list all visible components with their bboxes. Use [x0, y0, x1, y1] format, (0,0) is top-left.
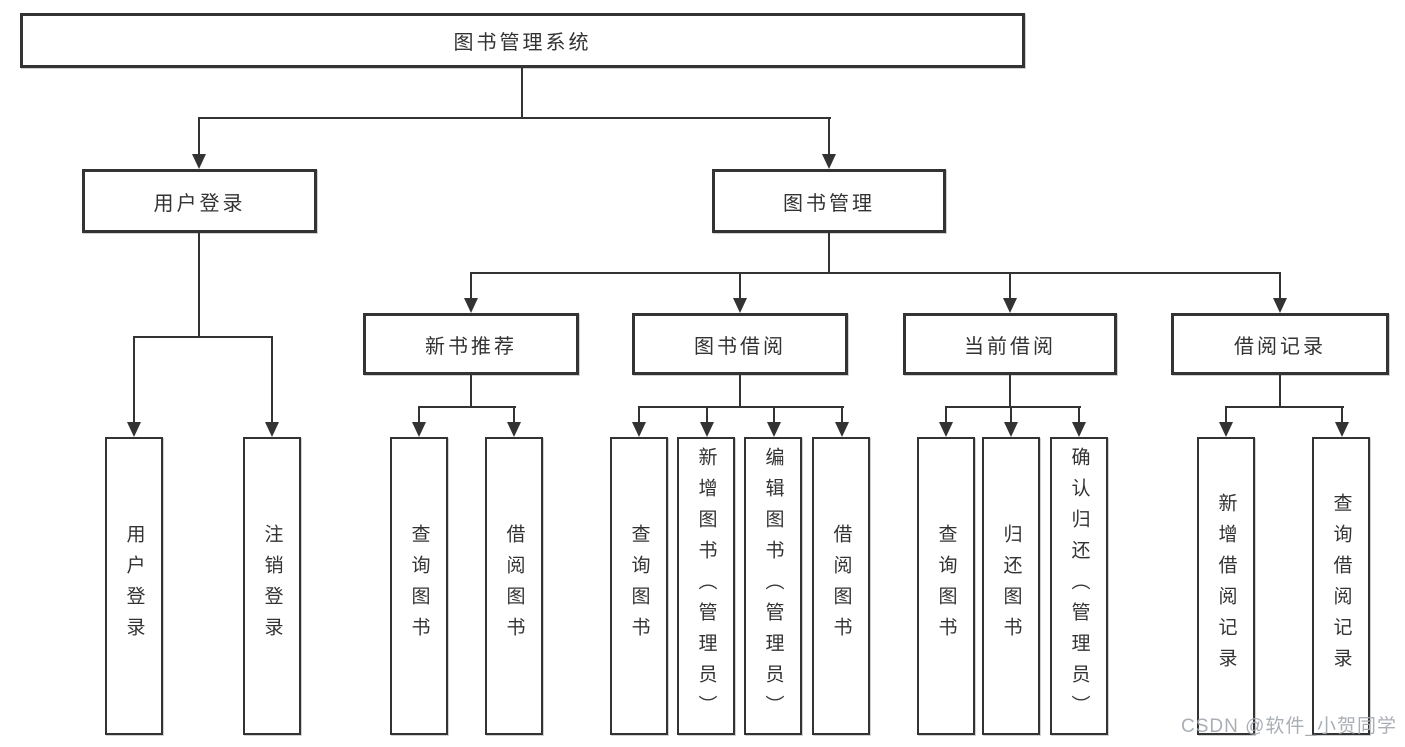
arrow-down-icon — [1273, 298, 1287, 313]
node-label: 用户登录 — [153, 192, 246, 215]
arrow-down-icon — [1219, 422, 1233, 437]
connector-line — [1279, 375, 1281, 407]
connector-line — [945, 406, 947, 424]
node-label: 图书借阅 — [694, 335, 786, 358]
arrow-down-icon — [939, 422, 953, 437]
leaf-label: 新增图书（管理员） — [695, 446, 717, 726]
node-borrowing-records: 借阅记录 — [1171, 313, 1389, 375]
connector-line — [418, 406, 516, 408]
arrow-down-icon — [265, 422, 279, 437]
connector-line — [418, 406, 420, 424]
arrow-down-icon — [835, 422, 849, 437]
arrow-down-icon — [1003, 298, 1017, 313]
arrow-down-icon — [1335, 422, 1349, 437]
node-label: 图书管理系统 — [453, 32, 592, 54]
connector-line — [1225, 406, 1344, 408]
arrow-down-icon — [700, 422, 714, 437]
arrow-down-icon — [127, 422, 141, 437]
connector-line — [271, 336, 273, 424]
leaf-borrow-books: 借阅图书 — [812, 437, 870, 735]
leaf-label: 查询图书 — [935, 524, 957, 648]
leaf-query-borrow-record: 查询借阅记录 — [1312, 437, 1370, 735]
arrow-down-icon — [192, 154, 206, 169]
leaf-borrow-books: 借阅图书 — [485, 437, 543, 735]
connector-line — [739, 272, 741, 300]
connector-line — [1279, 272, 1281, 300]
leaf-label: 借阅图书 — [503, 524, 525, 648]
connector-line — [198, 233, 200, 337]
connector-line — [1009, 272, 1011, 300]
connector-line — [470, 272, 1281, 274]
leaf-label: 归还图书 — [1000, 524, 1022, 648]
arrow-down-icon — [507, 422, 521, 437]
arrow-down-icon — [412, 422, 426, 437]
leaf-return-book: 归还图书 — [982, 437, 1040, 735]
node-book-borrowing: 图书借阅 — [632, 313, 848, 375]
connector-line — [1225, 406, 1227, 424]
node-user-login: 用户登录 — [82, 169, 317, 233]
arrow-down-icon — [1004, 422, 1018, 437]
node-current-borrowing: 当前借阅 — [903, 313, 1117, 375]
connector-line — [1078, 406, 1080, 424]
watermark-csdn: CSDN @软件_小贺同学 — [1181, 716, 1397, 737]
connector-line — [521, 68, 523, 118]
leaf-query-books: 查询图书 — [917, 437, 975, 735]
connector-line — [470, 272, 472, 300]
arrow-down-icon — [632, 422, 646, 437]
leaf-label: 用户登录 — [123, 524, 145, 648]
arrow-down-icon — [733, 298, 747, 313]
connector-line — [1009, 375, 1011, 407]
leaf-label: 注销登录 — [261, 524, 283, 648]
leaf-label: 查询借阅记录 — [1330, 493, 1352, 679]
connector-line — [198, 117, 200, 155]
node-label: 借阅记录 — [1234, 335, 1326, 358]
node-label: 图书管理 — [783, 192, 875, 215]
connector-line — [706, 406, 708, 424]
leaf-label: 编辑图书（管理员） — [762, 446, 784, 726]
connector-line — [945, 406, 1081, 408]
leaf-query-books: 查询图书 — [610, 437, 668, 735]
leaf-label: 借阅图书 — [830, 524, 852, 648]
connector-line — [828, 117, 830, 155]
connector-line — [470, 375, 472, 407]
leaf-query-books: 查询图书 — [390, 437, 448, 735]
connector-line — [513, 406, 515, 424]
leaf-edit-book-admin: 编辑图书（管理员） — [744, 437, 802, 735]
leaf-user-login: 用户登录 — [105, 437, 163, 735]
connector-line — [638, 406, 640, 424]
connector-line — [133, 336, 273, 338]
leaf-confirm-return-admin: 确认归还（管理员） — [1050, 437, 1108, 735]
arrow-down-icon — [464, 298, 478, 313]
leaf-label: 确认归还（管理员） — [1068, 446, 1090, 726]
leaf-label: 查询图书 — [628, 524, 650, 648]
connector-line — [133, 336, 135, 424]
leaf-add-book-admin: 新增图书（管理员） — [677, 437, 735, 735]
node-new-book-recommend: 新书推荐 — [363, 313, 579, 375]
node-library-management-system: 图书管理系统 — [20, 13, 1025, 68]
arrow-down-icon — [1072, 422, 1086, 437]
arrow-down-icon — [822, 154, 836, 169]
connector-line — [1341, 406, 1343, 424]
connector-line — [773, 406, 775, 424]
connector-line — [828, 233, 830, 273]
arrow-down-icon — [767, 422, 781, 437]
connector-line — [1010, 406, 1012, 424]
connector-line — [638, 406, 844, 408]
leaf-label: 查询图书 — [408, 524, 430, 648]
leaf-logout: 注销登录 — [243, 437, 301, 735]
connector-line — [198, 117, 831, 119]
connector-line — [739, 375, 741, 407]
leaf-add-borrow-record: 新增借阅记录 — [1197, 437, 1255, 735]
leaf-label: 新增借阅记录 — [1215, 493, 1237, 679]
node-label: 当前借阅 — [964, 335, 1056, 358]
node-book-management: 图书管理 — [712, 169, 946, 233]
connector-line — [841, 406, 843, 424]
node-label: 新书推荐 — [425, 335, 517, 358]
